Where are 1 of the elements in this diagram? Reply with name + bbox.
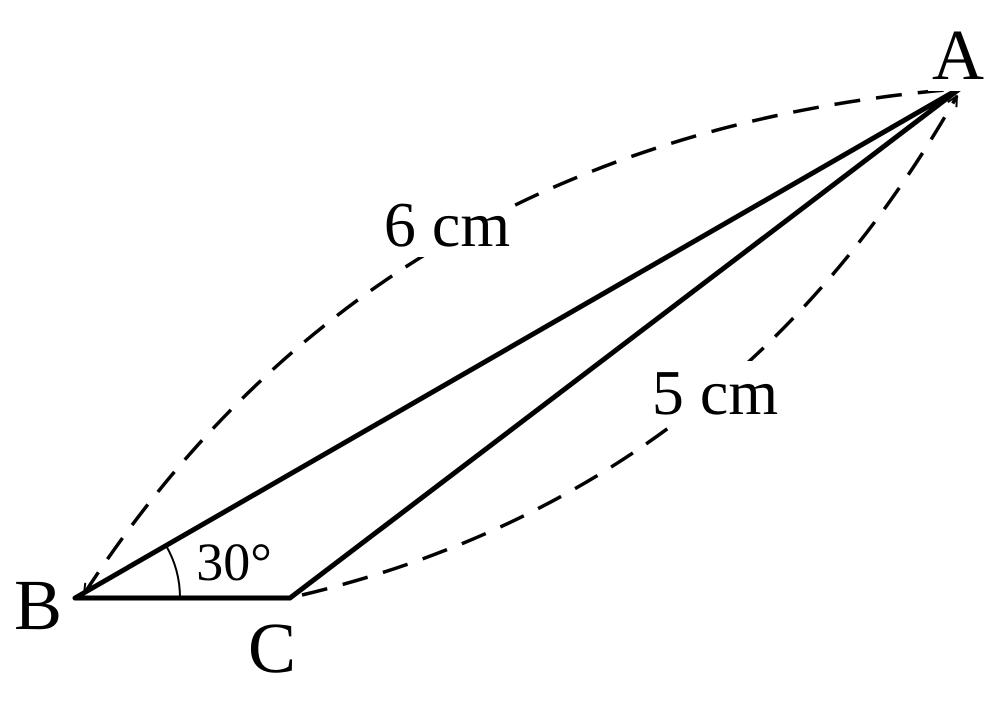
angle-label: 30°: [195, 535, 273, 589]
